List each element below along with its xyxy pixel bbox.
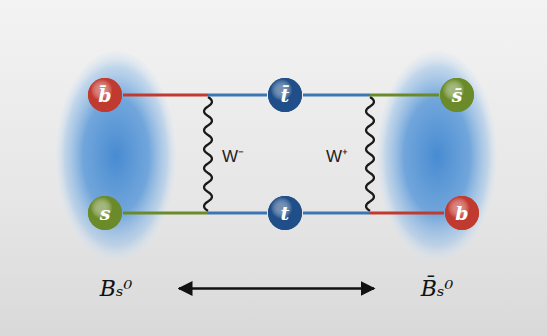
meson-blob: B̄ₛ⁰ s̄ b <box>376 50 498 312</box>
boson-label-box: W⁻ <box>222 144 244 167</box>
w-plus-wave <box>366 97 374 211</box>
quark-line <box>123 95 267 96</box>
quark-line-segment <box>303 93 370 96</box>
quark-symbol: s̄ <box>439 77 475 113</box>
meson-label: Bₛ⁰ <box>55 276 177 301</box>
meson-blob: Bₛ⁰ b̄ s <box>55 50 177 312</box>
quark-circle: b̄ <box>87 77 123 113</box>
quark-symbol: t̄ <box>267 77 303 113</box>
boson-label: W⁺ <box>326 144 348 167</box>
quark-circle: t <box>267 195 303 231</box>
quark-line-segment <box>303 211 370 214</box>
quark-line <box>303 213 444 214</box>
quark-circle: s <box>87 195 123 231</box>
w-minus-wave <box>204 97 212 211</box>
quark-line-segment <box>208 211 267 214</box>
quark-line-segment <box>123 211 208 214</box>
quark-symbol: b̄ <box>87 77 123 113</box>
arrow-line <box>179 287 374 290</box>
quark-symbol: b <box>444 195 480 231</box>
quark-circle: t̄ <box>267 77 303 113</box>
quark-circle: s̄ <box>439 77 475 113</box>
meson-shape <box>377 51 497 261</box>
quark-line-segment <box>370 211 444 214</box>
quark-line-segment <box>370 93 439 96</box>
meson-label: B̄ₛ⁰ <box>376 276 498 301</box>
quark-line-segment <box>123 93 208 96</box>
mixing-arrow <box>179 288 374 289</box>
meson-ellipse <box>55 50 177 262</box>
quark-line <box>303 95 439 96</box>
quark-circle: b <box>444 195 480 231</box>
quark-line-segment <box>208 93 267 96</box>
meson-ellipse <box>376 50 498 262</box>
boson-label: W⁻ <box>222 144 244 167</box>
meson-shape <box>56 51 176 261</box>
quark-line <box>123 213 267 214</box>
boson-label-box: W⁺ <box>326 144 348 167</box>
quark-symbol: s <box>87 195 123 231</box>
quark-symbol: t <box>267 195 303 231</box>
